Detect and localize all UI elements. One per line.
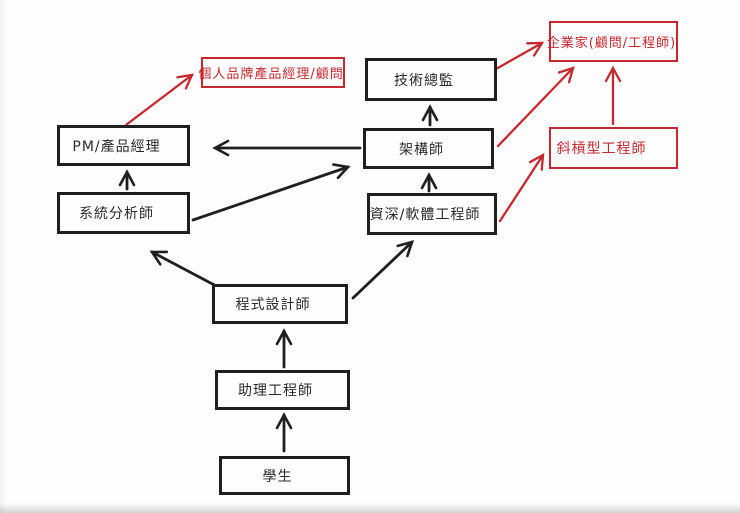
node-programmer: 程式設計師 (212, 284, 348, 324)
arrow-architect-to-entrepreneur (496, 66, 575, 148)
node-architect-label: 架構師 (399, 141, 444, 158)
arrow-system-analyst-to-architect (191, 163, 351, 222)
node-pm-product-manager-label: PM/產品經理 (72, 138, 161, 155)
node-system-analyst: 系統分析師 (57, 192, 190, 234)
node-programmer-label: 程式設計師 (235, 297, 311, 313)
node-entrepreneur: 企業家(顧問/工程師) (546, 21, 678, 62)
node-slash-engineer: 斜槓型工程師 (549, 127, 678, 169)
node-slash-engineer-label: 斜槓型工程師 (556, 141, 647, 157)
node-senior-software-engineer: 資深/軟體工程師 (367, 193, 497, 235)
node-assistant-engineer: 助理工程師 (215, 370, 350, 410)
node-tech-director: 技術總監 (365, 58, 497, 101)
arrow-programmer-to-senior-software-engineer (351, 240, 414, 300)
node-entrepreneur-label: 企業家(顧問/工程師) (546, 36, 677, 51)
node-personal-brand-pm-consultant: 個人品牌產品經理/顧問 (198, 57, 345, 88)
node-personal-brand-pm-consultant-label: 個人品牌產品經理/顧問 (198, 67, 344, 82)
arrow-senior-software-engineer-to-slash-engineer (498, 152, 545, 223)
node-senior-software-engineer-label: 資深/軟體工程師 (369, 207, 481, 223)
arrow-pm-product-manager-to-personal-brand-pm-consultant (124, 73, 194, 127)
node-assistant-engineer-label: 助理工程師 (238, 383, 313, 399)
node-architect: 架構師 (363, 128, 494, 169)
node-system-analyst-label: 系統分析師 (79, 206, 154, 222)
node-student: 學生 (219, 456, 350, 495)
arrow-programmer-to-system-analyst (149, 250, 222, 290)
node-pm-product-manager: PM/產品經理 (57, 125, 190, 166)
arrow-tech-director-to-entrepreneur (494, 41, 545, 71)
node-student-label: 學生 (262, 468, 293, 485)
node-tech-director-label: 技術總監 (394, 72, 454, 89)
